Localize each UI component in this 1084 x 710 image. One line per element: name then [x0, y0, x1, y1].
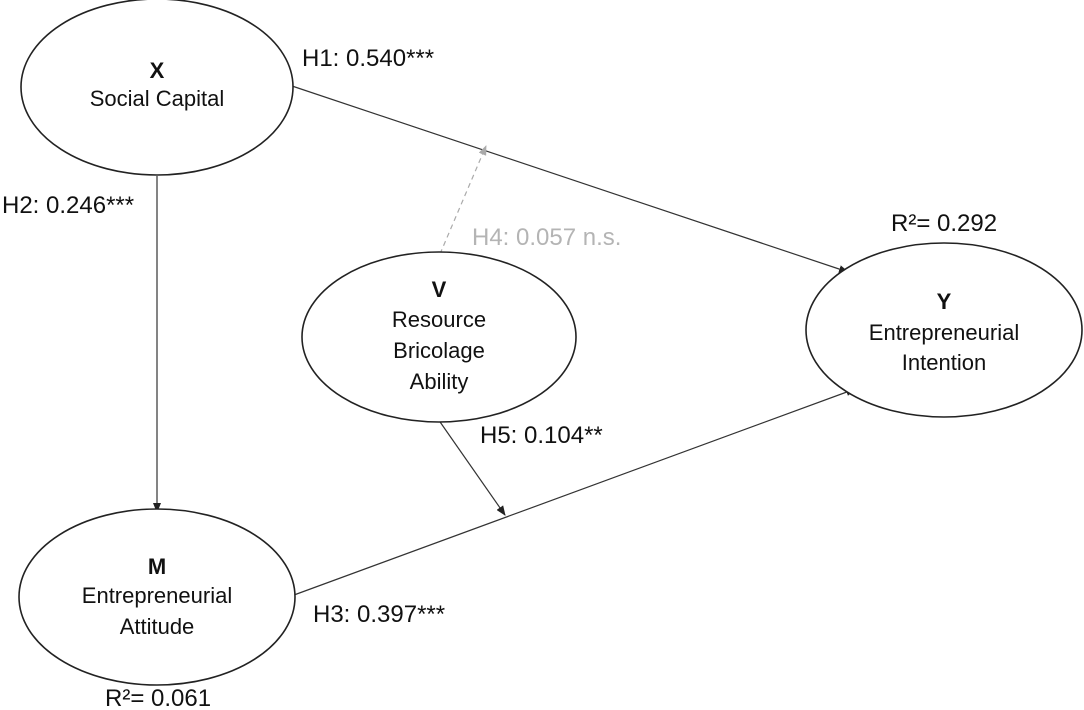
- path-label-h5: H5: 0.104**: [480, 422, 603, 449]
- node-m-letter: M: [148, 554, 166, 579]
- moderation-arrow-v-to-h1: [439, 145, 487, 255]
- path-arrow-x-to-y: [291, 85, 849, 273]
- node-v-resource-bricolage-ability: V Resource Bricolage Ability: [301, 251, 577, 423]
- r-squared-m: R²= 0.061: [105, 685, 211, 710]
- node-y-entrepreneurial-intention: Y Entrepreneurial Intention: [805, 242, 1083, 418]
- path-label-h4: H4: 0.057 n.s.: [472, 224, 621, 251]
- node-y-letter: Y: [937, 289, 952, 314]
- node-v-name-line-3: Ability: [410, 369, 469, 394]
- r-squared-y: R²= 0.292: [891, 210, 997, 237]
- node-y-name-line-1: Entrepreneurial: [869, 320, 1019, 345]
- node-x-letter: X: [150, 58, 165, 83]
- node-m-name-line-1: Entrepreneurial: [82, 583, 232, 608]
- node-y-name-line-2: Intention: [902, 350, 986, 375]
- node-x-social-capital: X Social Capital: [20, 0, 294, 176]
- node-v-name-line-2: Bricolage: [393, 338, 485, 363]
- moderation-arrow-v-to-h3: [437, 418, 506, 516]
- node-m-entrepreneurial-attitude: M Entrepreneurial Attitude: [18, 508, 296, 686]
- path-label-h1: H1: 0.540***: [302, 45, 434, 72]
- node-x-name: Social Capital: [90, 86, 225, 111]
- path-arrow-m-to-y: [293, 388, 856, 596]
- path-label-h3: H3: 0.397***: [313, 601, 445, 628]
- node-m-name-line-2: Attitude: [120, 614, 195, 639]
- path-label-h2: H2: 0.246***: [2, 192, 134, 219]
- node-v-name-line-1: Resource: [392, 307, 486, 332]
- node-v-letter: V: [432, 277, 447, 302]
